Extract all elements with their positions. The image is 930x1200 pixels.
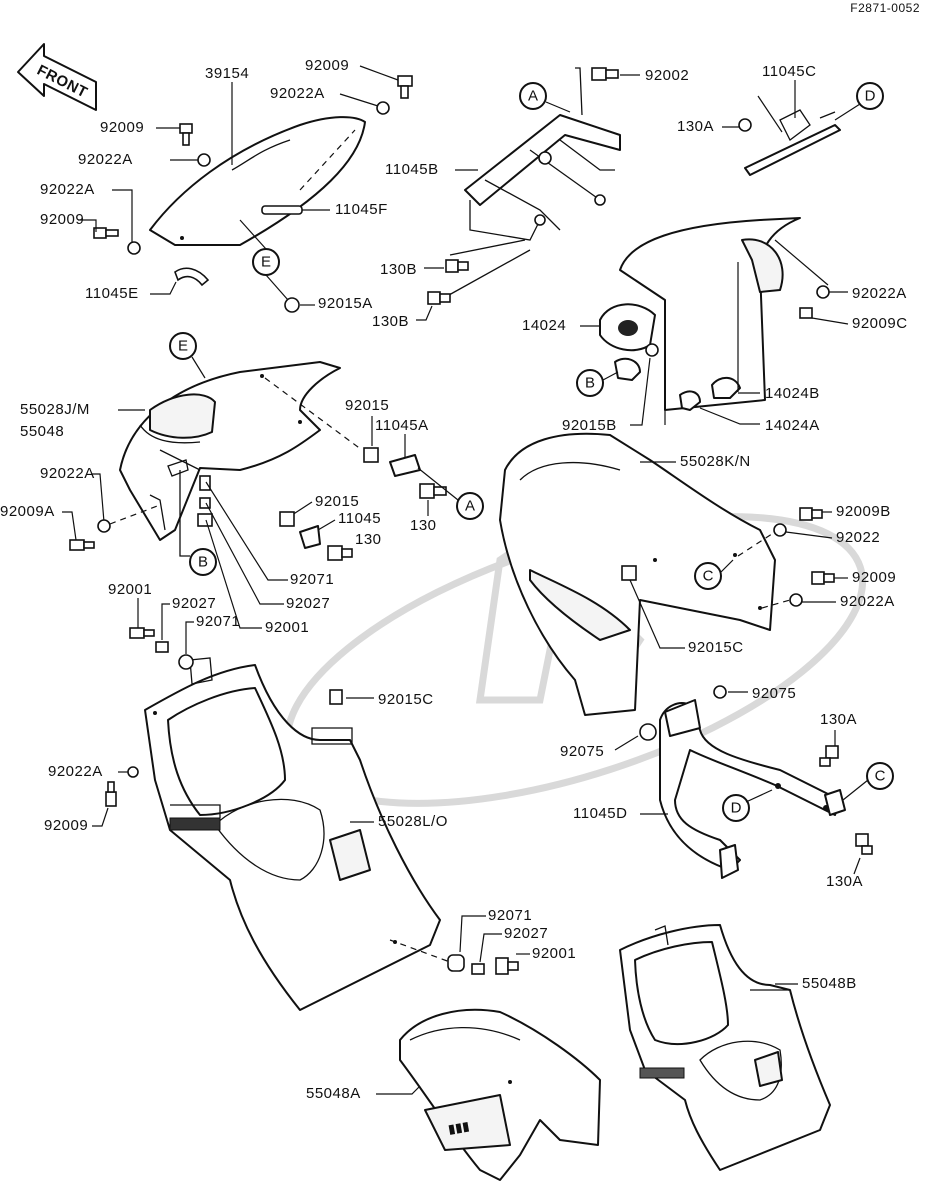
label-92022A-left: 92022A bbox=[78, 151, 133, 168]
label-55048B: 55048B bbox=[802, 975, 857, 992]
label-92009-left2: 92009 bbox=[40, 211, 84, 228]
callout-C-mid: C bbox=[694, 562, 722, 590]
label-11045C: 11045C bbox=[762, 63, 816, 80]
label-92015B: 92015B bbox=[562, 417, 617, 434]
bolts-130B bbox=[427, 259, 469, 305]
label-14024: 14024 bbox=[522, 317, 566, 334]
label-92001-mid: 92001 bbox=[265, 619, 309, 636]
stay-11045D bbox=[639, 685, 846, 879]
callout-E-mid: E bbox=[169, 332, 197, 360]
svg-text:C: C bbox=[875, 768, 886, 785]
label-92022A-top: 92022A bbox=[270, 85, 325, 102]
front-arrow: FRONT bbox=[17, 43, 97, 111]
stay-11045C bbox=[738, 109, 841, 176]
label-14024B: 14024B bbox=[765, 385, 820, 402]
upper-cowl-55028JM bbox=[119, 361, 341, 541]
bracket-11045B bbox=[439, 67, 621, 301]
label-130B-2: 130B bbox=[372, 313, 409, 330]
decal-text: ▮▮▮ bbox=[447, 1119, 470, 1136]
svg-text:D: D bbox=[731, 800, 742, 817]
label-55048: 55048 bbox=[20, 423, 64, 440]
label-11045D: 11045D bbox=[573, 805, 627, 822]
label-92009B: 92009B bbox=[836, 503, 891, 520]
callout-D-lower: D bbox=[722, 794, 750, 822]
label-92015A: 92015A bbox=[318, 295, 373, 312]
hardware-lower bbox=[447, 954, 519, 975]
svg-text:B: B bbox=[585, 375, 595, 392]
callout-A-top: A bbox=[519, 82, 547, 110]
callout-D-top: D bbox=[856, 82, 884, 110]
label-14024A: 14024A bbox=[765, 417, 820, 434]
label-92001-lower: 92001 bbox=[532, 945, 576, 962]
label-92022A-lower: 92022A bbox=[48, 763, 103, 780]
label-11045B: 11045B bbox=[385, 161, 439, 178]
label-92071-lower: 92071 bbox=[488, 907, 532, 924]
hardware-windshield bbox=[93, 75, 413, 313]
label-92009A: 92009A bbox=[0, 503, 55, 520]
label-92015-top: 92015 bbox=[345, 397, 389, 414]
svg-text:C: C bbox=[703, 568, 714, 585]
label-92071-left: 92071 bbox=[196, 613, 240, 630]
label-92022: 92022 bbox=[836, 529, 880, 546]
callout-B-mid: B bbox=[576, 369, 604, 397]
lower-cowl-55048B bbox=[619, 924, 831, 1171]
label-92015C-right: 92015C bbox=[688, 639, 744, 656]
callout-E-top: E bbox=[252, 248, 280, 276]
label-130A-lower: 130A bbox=[826, 873, 863, 890]
label-55028KN: 55028K/N bbox=[680, 453, 751, 470]
label-92002: 92002 bbox=[645, 67, 689, 84]
label-92022A-right2: 92022A bbox=[840, 593, 895, 610]
label-92075-left: 92075 bbox=[560, 743, 604, 760]
side-cowl-55028KN bbox=[499, 432, 791, 716]
windshield-39154 bbox=[149, 116, 366, 246]
label-11045A: 11045A bbox=[375, 417, 429, 434]
label-92071-mid: 92071 bbox=[290, 571, 334, 588]
label-130-mid: 130 bbox=[410, 517, 437, 534]
label-92009-lower: 92009 bbox=[44, 817, 88, 834]
label-92022A-mid: 92022A bbox=[40, 465, 95, 482]
svg-text:B: B bbox=[198, 554, 208, 571]
lower-cowl-55028LO bbox=[144, 657, 441, 1011]
svg-text:E: E bbox=[261, 254, 271, 271]
label-92022A-right: 92022A bbox=[852, 285, 907, 302]
label-130B-1: 130B bbox=[380, 261, 417, 278]
label-92027-lower: 92027 bbox=[504, 925, 548, 942]
label-92009-left: 92009 bbox=[100, 119, 144, 136]
label-55028JM: 55028J/M bbox=[20, 401, 90, 418]
diagram-code: F2871-0052 bbox=[850, 1, 920, 15]
lower-cowl-55048A: ▮▮▮ bbox=[399, 1008, 601, 1181]
label-11045F: 11045F bbox=[335, 201, 388, 218]
label-92009C: 92009C bbox=[852, 315, 908, 332]
label-130A-mid: 130A bbox=[820, 711, 857, 728]
label-130-mid2: 130 bbox=[355, 531, 382, 548]
label-92027-left: 92027 bbox=[172, 595, 216, 612]
label-92022A-left2: 92022A bbox=[40, 181, 95, 198]
label-92001-left: 92001 bbox=[108, 581, 152, 598]
label-92015-mid: 92015 bbox=[315, 493, 359, 510]
label-92009-right: 92009 bbox=[852, 569, 896, 586]
label-39154: 39154 bbox=[205, 65, 249, 82]
callout-C-lower: C bbox=[866, 762, 894, 790]
label-11045E: 11045E bbox=[85, 285, 139, 302]
svg-text:D: D bbox=[865, 88, 876, 105]
label-55048A: 55048A bbox=[306, 1085, 361, 1102]
svg-text:E: E bbox=[178, 338, 188, 355]
callout-A-mid: A bbox=[456, 492, 484, 520]
label-92027-mid: 92027 bbox=[286, 595, 330, 612]
svg-text:A: A bbox=[465, 498, 475, 515]
label-11045-mid: 11045 bbox=[338, 510, 381, 527]
label-92009-top: 92009 bbox=[305, 57, 349, 74]
label-130A-top: 130A bbox=[677, 118, 714, 135]
label-92075-top: 92075 bbox=[752, 685, 796, 702]
inner-panel-14024 bbox=[599, 217, 830, 411]
label-92015C-left: 92015C bbox=[378, 691, 434, 708]
label-55028LO: 55028L/O bbox=[378, 813, 448, 830]
svg-text:A: A bbox=[528, 88, 538, 105]
callout-B-lower: B bbox=[189, 548, 217, 576]
